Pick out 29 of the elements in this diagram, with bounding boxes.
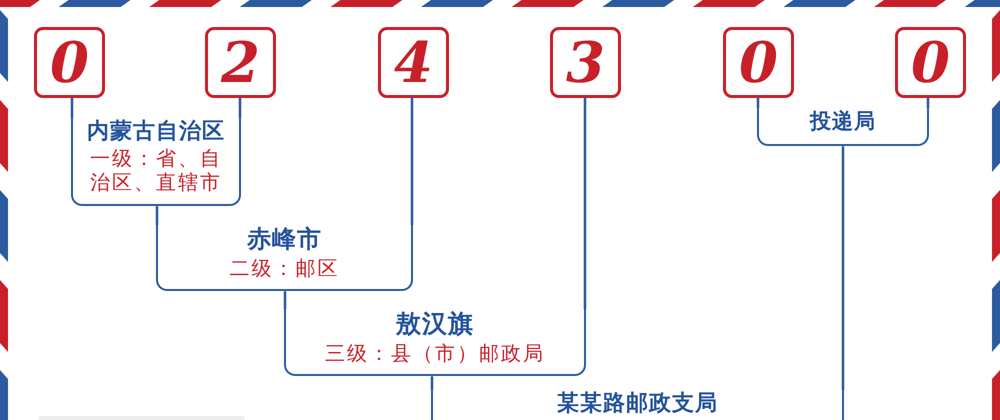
connector-line xyxy=(584,98,586,309)
connector-line xyxy=(284,291,286,309)
digit-box: 0 xyxy=(34,27,105,98)
level-text: 一级：省、自治区、直辖市 xyxy=(89,146,223,194)
digit-box: 2 xyxy=(205,27,276,98)
connector-line xyxy=(430,376,434,390)
connector-line xyxy=(156,206,158,225)
place-name: 赤峰市 xyxy=(247,225,322,254)
connector-line xyxy=(70,98,74,118)
level-text: 三级：县（市）邮政局 xyxy=(325,341,545,365)
connector-line xyxy=(756,98,760,108)
digit-box: 3 xyxy=(550,27,621,98)
bracket xyxy=(756,108,930,146)
bracket xyxy=(284,309,586,376)
place-name: 投递局 xyxy=(810,108,876,134)
connector-line xyxy=(842,146,844,390)
digit-box: 4 xyxy=(378,27,449,98)
level-text: 二级：邮区 xyxy=(230,256,340,280)
connector-line xyxy=(410,98,414,225)
digit-box: 0 xyxy=(723,27,794,98)
digit-box: 0 xyxy=(895,27,966,98)
bracket xyxy=(70,118,242,206)
bracket xyxy=(156,225,414,292)
place-name: 某某路邮政支局 xyxy=(557,390,718,416)
connector-line xyxy=(238,98,242,118)
connector-line xyxy=(926,98,930,108)
bracket xyxy=(430,390,844,420)
place-name: 内蒙古自治区 xyxy=(87,118,225,144)
place-name: 敖汉旗 xyxy=(396,309,474,339)
